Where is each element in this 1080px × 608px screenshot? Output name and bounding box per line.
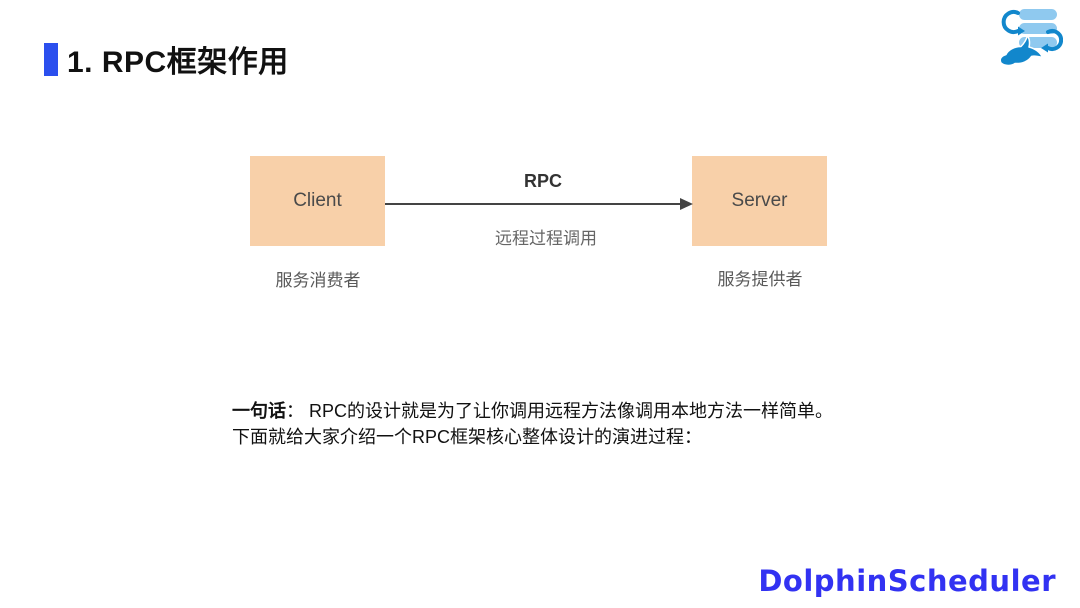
summary-line-1: 一句话： RPC的设计就是为了让你调用远程方法像调用本地方法一样简单。 <box>232 398 852 424</box>
rpc-arrow-line <box>385 203 681 205</box>
summary-lead: 一句话 <box>232 401 286 421</box>
client-box: Client <box>250 156 385 246</box>
sync-arrows-icon <box>1001 10 1064 53</box>
summary-line-2: 下面就给大家介绍一个RPC框架核心整体设计的演进过程： <box>232 427 703 447</box>
rpc-arrow-label: RPC <box>523 171 563 191</box>
title-accent-bar <box>44 42 58 76</box>
summary-line-1-rest: ： RPC的设计就是为了让你调用远程方法像调用本地方法一样简单。 <box>286 401 834 421</box>
summary-text: 一句话： RPC的设计就是为了让你调用远程方法像调用本地方法一样简单。 下面就给… <box>232 398 852 450</box>
rpc-arrow-sublabel: 远程过程调用 <box>495 229 597 248</box>
client-box-label: Client <box>293 190 342 211</box>
client-caption: 服务消费者 <box>275 271 361 290</box>
rpc-arrow-head-icon <box>680 198 693 210</box>
page-title-row: 1. RPC框架作用 <box>44 37 289 81</box>
dolphinscheduler-logo-icon <box>997 6 1064 68</box>
dolphin-icon <box>999 34 1044 67</box>
server-caption: 服务提供者 <box>717 270 803 289</box>
logo-svg <box>999 9 1064 67</box>
server-box-label: Server <box>731 190 788 211</box>
page-title: 1. RPC框架作用 <box>67 46 289 79</box>
server-box: Server <box>692 156 827 246</box>
brand-watermark: DolphinScheduler <box>758 564 1056 598</box>
